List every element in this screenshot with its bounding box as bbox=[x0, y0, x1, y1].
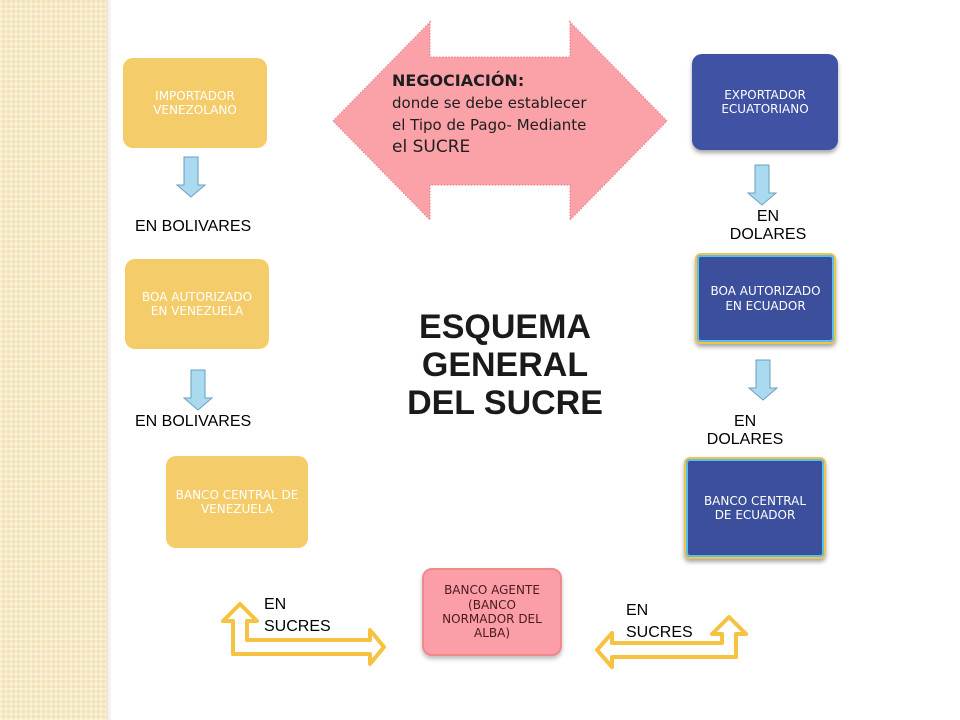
title-line-2: GENERAL bbox=[421, 346, 589, 384]
boa-venezuela-label: BOA AUTORIZADO EN VENEZUELA bbox=[141, 289, 253, 318]
title-line-3: DEL SUCRE bbox=[407, 384, 603, 422]
sucre-right-line1: EN bbox=[626, 602, 649, 619]
negotiation-line-3: el SUCRE bbox=[392, 137, 471, 157]
currency-label-dolares-2: EN DOLARES bbox=[690, 413, 800, 449]
currency-dolares-1-line2: DOLARES bbox=[729, 226, 807, 243]
currency-label-bolivares-2: EN BOLIVARES bbox=[135, 413, 252, 430]
central-bank-venezuela-label: BANCO CENTRAL DE VENEZUELA bbox=[175, 487, 299, 516]
currency-dolares-2-line2: DOLARES bbox=[706, 431, 784, 448]
down-arrow-icon bbox=[182, 369, 214, 411]
title-line-1: ESQUEMA bbox=[419, 308, 591, 346]
sucre-label-right: EN SUCRES bbox=[626, 600, 693, 644]
stripe-shadow bbox=[106, 0, 112, 720]
central-bank-venezuela-box: BANCO CENTRAL DE VENEZUELA bbox=[166, 456, 308, 548]
currency-label-bolivares-1: EN BOLIVARES bbox=[135, 218, 252, 235]
sucre-label-left: EN SUCRES bbox=[264, 594, 331, 638]
negotiation-heading: NEGOCIACIÓN: bbox=[392, 71, 525, 90]
boa-ecuador-box: BOA AUTORIZADO EN ECUADOR bbox=[695, 253, 836, 344]
exporter-box: EXPORTADOR ECUATORIANO bbox=[692, 54, 838, 150]
currency-dolares-1-line1: EN bbox=[756, 208, 780, 225]
sucre-right-line2: SUCRES bbox=[626, 624, 693, 641]
sucre-right-bent-arrow bbox=[595, 615, 748, 669]
page-title: ESQUEMA GENERAL DEL SUCRE bbox=[380, 308, 630, 422]
negotiation-text: NEGOCIACIÓN: donde se debe establecer el… bbox=[392, 70, 632, 158]
sucre-left-bent-arrow bbox=[221, 602, 386, 666]
exporter-label: EXPORTADOR ECUATORIANO bbox=[721, 87, 809, 116]
importer-box: IMPORTADOR VENEZOLANO bbox=[123, 58, 267, 148]
boa-venezuela-box: BOA AUTORIZADO EN VENEZUELA bbox=[125, 259, 269, 349]
down-arrow-icon bbox=[747, 359, 779, 401]
negotiation-line-2: el Tipo de Pago- Mediante bbox=[392, 116, 587, 134]
down-arrow-icon bbox=[746, 164, 778, 206]
agent-bank-label: BANCO AGENTE (BANCO NORMADOR DEL ALBA) bbox=[442, 583, 542, 641]
decorative-side-stripe bbox=[0, 0, 106, 720]
central-bank-ecuador-box: BANCO CENTRAL DE ECUADOR bbox=[684, 457, 826, 559]
agent-bank-box: BANCO AGENTE (BANCO NORMADOR DEL ALBA) bbox=[422, 568, 562, 656]
down-arrow-icon bbox=[175, 156, 207, 198]
sucre-left-line2: SUCRES bbox=[264, 618, 331, 635]
negotiation-line-1: donde se debe establecer bbox=[392, 94, 587, 112]
importer-label: IMPORTADOR VENEZOLANO bbox=[153, 88, 237, 117]
central-bank-ecuador-label: BANCO CENTRAL DE ECUADOR bbox=[703, 493, 807, 522]
boa-ecuador-label: BOA AUTORIZADO EN ECUADOR bbox=[710, 284, 821, 313]
negotiation-double-arrow bbox=[331, 20, 669, 222]
currency-dolares-2-line1: EN bbox=[734, 413, 757, 430]
currency-label-dolares-1: EN DOLARES bbox=[718, 208, 818, 244]
sucre-left-line1: EN bbox=[264, 596, 287, 613]
